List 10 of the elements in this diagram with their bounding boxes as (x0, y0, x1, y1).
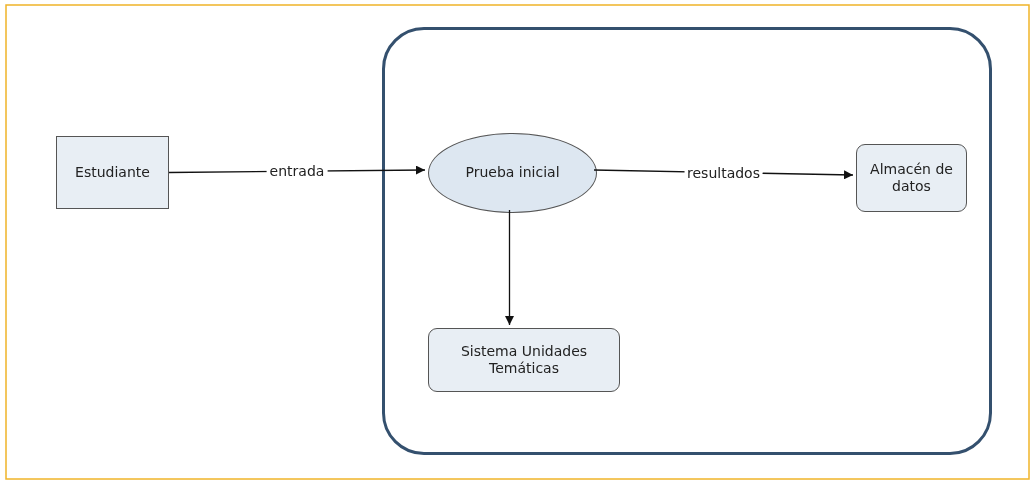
edge-label: resultados (684, 164, 763, 181)
entity-box (56, 136, 169, 209)
system-boundary (382, 27, 992, 455)
rounded-box (856, 144, 967, 212)
node-label: Almacén de datos (869, 160, 954, 196)
node-label: Sistema Unidades Temáticas (459, 342, 589, 378)
node-label: Prueba inicial (464, 164, 561, 182)
node-label: Estudiante (74, 163, 151, 182)
rounded-box (428, 328, 620, 392)
arrow (505, 209, 514, 326)
